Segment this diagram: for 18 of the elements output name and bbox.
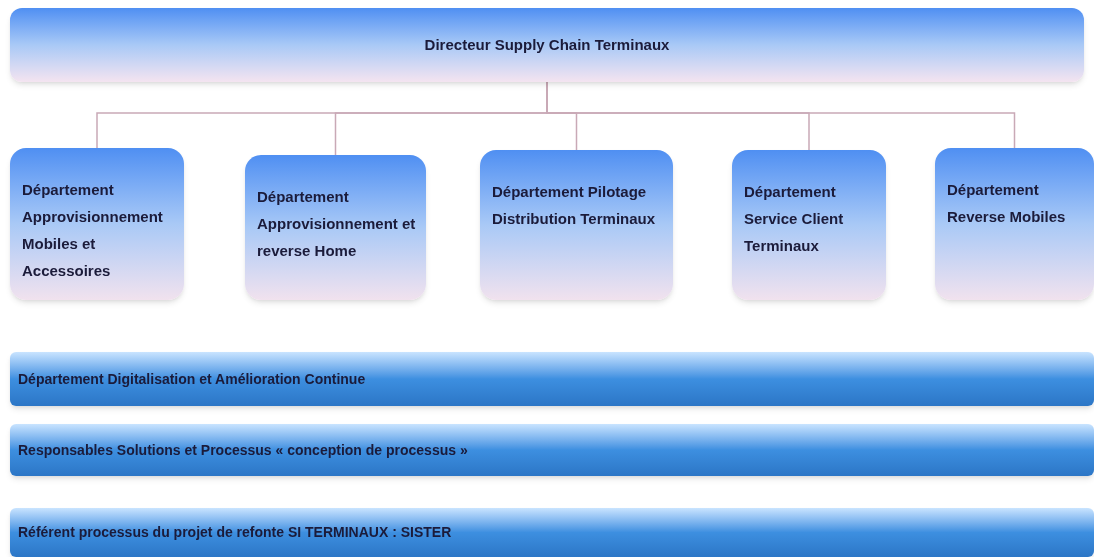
node-label: Directeur Supply Chain Terminaux bbox=[424, 34, 670, 55]
node-label: Département Digitalisation et Amélioration Continue bbox=[18, 369, 366, 389]
department-bar bbox=[10, 508, 1094, 557]
node-label: Département Pilotage Distribution Terminaux bbox=[492, 182, 657, 229]
node-label: Département Approvisionnement et reverse Home bbox=[257, 187, 417, 261]
node-label: Responsables Solutions et Processus « conception de processus » bbox=[18, 440, 468, 460]
director-box bbox=[10, 8, 1084, 82]
node-label: Département Reverse Mobiles bbox=[947, 180, 1067, 227]
department-box bbox=[10, 148, 184, 300]
department-bar bbox=[10, 352, 1094, 406]
department-bar bbox=[10, 424, 1094, 476]
department-box bbox=[935, 148, 1094, 300]
node-label: Département Approvisionnement Mobiles et Accessoires bbox=[22, 180, 164, 281]
node-label: Référent processus du projet de refonte SI TERMINAUX : SISTER bbox=[18, 523, 452, 542]
department-box bbox=[245, 155, 426, 300]
department-box bbox=[732, 150, 886, 300]
node-label: Département Service Client Terminaux bbox=[744, 182, 845, 256]
department-box bbox=[480, 150, 673, 300]
